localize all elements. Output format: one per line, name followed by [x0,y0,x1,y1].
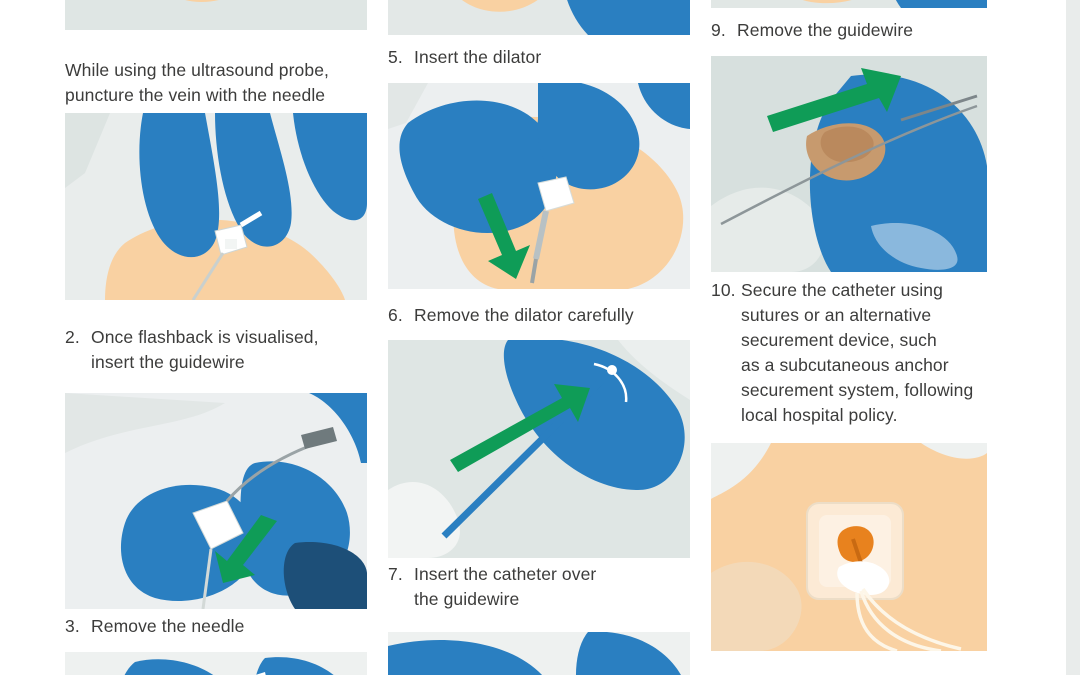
caption-step-3-number: 3. [65,616,80,636]
figure-step-7 [388,632,690,675]
caption-step-7: 7. Insert the catheter over the guidewir… [388,562,688,612]
caption-step-5-text: Insert the dilator [414,47,542,67]
caption-step-10-line-1: Secure the catheter using [741,280,943,300]
caption-step-1-line-1: While using the ultrasound probe, [65,60,330,80]
figure-step-2 [65,393,367,609]
page-edge-band-inner [1040,0,1066,675]
caption-step-10-line-3: securement device, such [741,330,937,350]
caption-step-10-number: 10. [711,280,736,300]
caption-step-5: 5. Insert the dilator [388,45,688,70]
caption-step-7-line-1: Insert the catheter over [414,564,597,584]
figure-step-6 [388,340,690,558]
caption-step-10-line-5: securement system, following [741,380,974,400]
caption-step-2-line-2: insert the guidewire [91,352,245,372]
caption-step-2-line-1: Once flashback is visualised, [91,327,319,347]
green-arrow [478,193,530,279]
caption-step-10-line-6: local hospital policy. [741,405,898,425]
caption-step-9: 9. Remove the guidewire [711,18,1011,43]
caption-step-7-line-2: the guidewire [414,589,520,609]
caption-step-10-line-4: as a subcutaneous anchor [741,355,949,375]
caption-step-2-number: 2. [65,327,80,347]
caption-step-3-text: Remove the needle [91,616,245,636]
green-arrow [450,384,590,472]
figure-step-1 [65,113,367,300]
caption-step-6: 6. Remove the dilator carefully [388,303,688,328]
page-edge-band [1066,0,1080,675]
caption-step-2: 2. Once flashback is visualised, insert … [65,325,375,375]
caption-step-7-number: 7. [388,564,403,584]
green-arrow [767,68,901,132]
green-arrow [215,515,277,583]
figure-step-5 [388,83,690,289]
caption-step-3: 3. Remove the needle [65,614,375,639]
caption-step-9-number: 9. [711,20,726,40]
caption-step-5-number: 5. [388,47,403,67]
caption-step-6-number: 6. [388,305,403,325]
figure-step-9 [711,56,987,272]
figure-step-4-top-partial [388,0,690,35]
caption-step-9-text: Remove the guidewire [737,20,914,40]
caption-step-1-line-2: puncture the vein with the needle [65,85,326,105]
caption-step-6-text: Remove the dilator carefully [414,305,634,325]
figure-step-8-top-partial [711,0,987,8]
caption-step-10-line-2: sutures or an alternative [741,305,932,325]
figure-step-10 [711,443,987,651]
figure-step-1-top-partial [65,0,367,30]
figure-step-3 [65,652,367,675]
caption-step-10: 10. Secure the catheter using sutures or… [711,278,1021,428]
caption-step-1: While using the ultrasound probe, punctu… [65,58,375,108]
